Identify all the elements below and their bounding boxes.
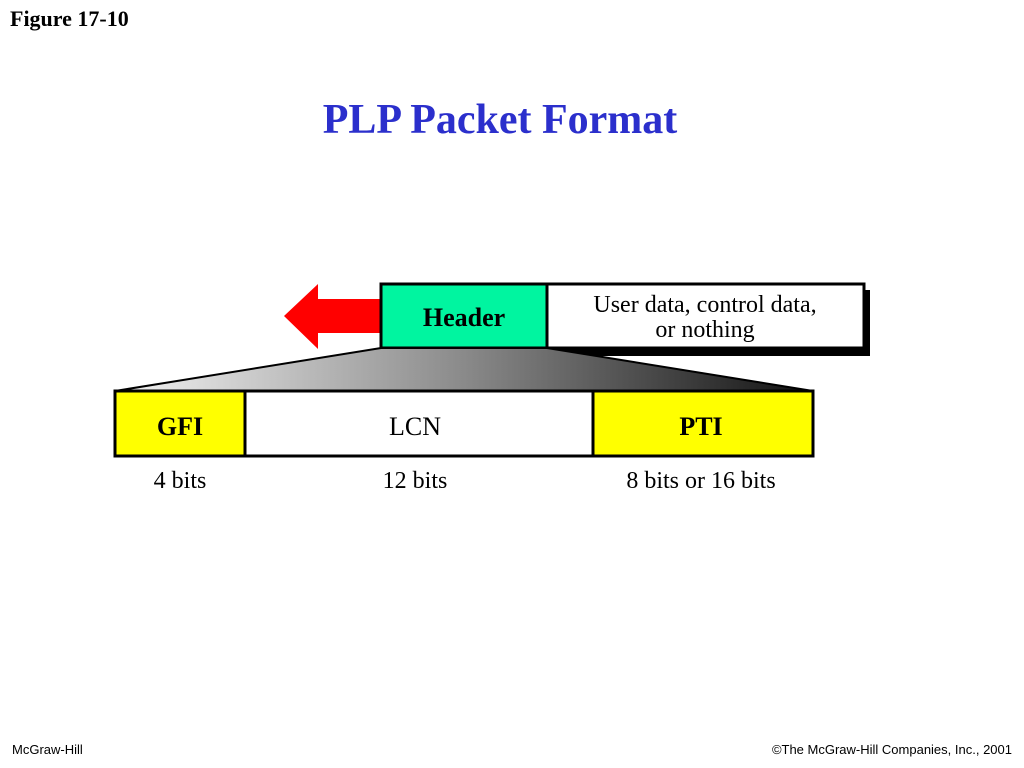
direction-arrow-icon — [284, 284, 382, 349]
field-lcn-label: LCN — [389, 412, 441, 441]
packet-payload-line-2: or nothing — [655, 317, 754, 343]
packet-payload-line-1: User data, control data, — [593, 292, 816, 318]
field-pti-size: 8 bits or 16 bits — [626, 468, 775, 494]
packet-header-label: Header — [423, 303, 505, 332]
field-gfi-label: GFI — [157, 412, 203, 441]
field-pti-box — [591, 389, 815, 458]
field-gfi-size: 4 bits — [154, 468, 207, 494]
field-pti-label: PTI — [679, 412, 722, 441]
slide-title: PLP Packet Format — [322, 97, 678, 143]
footer-copyright: ©The McGraw-Hill Companies, Inc., 2001 — [771, 742, 1012, 757]
packet-payload-box — [545, 282, 866, 350]
field-lcn-size: 12 bits — [383, 468, 448, 494]
field-lcn-box — [243, 389, 595, 458]
footer-publisher: McGraw-Hill — [12, 742, 83, 757]
figure-label: Figure 17-10 — [10, 6, 129, 31]
